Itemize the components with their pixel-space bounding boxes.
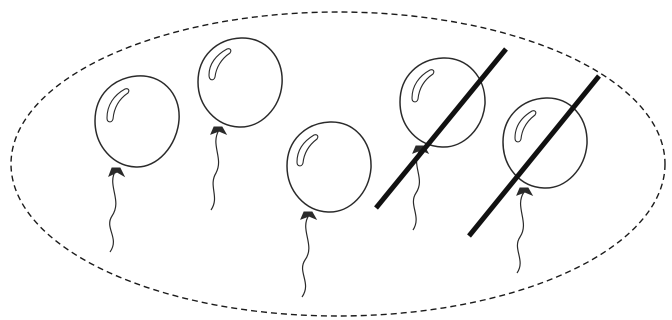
cross-out-line-1 <box>376 49 506 208</box>
balloon-5 <box>503 98 587 273</box>
balloon-string <box>302 215 309 297</box>
balloon-knot <box>211 127 226 134</box>
balloon-3 <box>287 122 371 297</box>
balloon-body <box>400 58 485 147</box>
balloon-body <box>198 38 282 127</box>
balloon-shine <box>412 70 434 102</box>
balloon-shine <box>107 89 129 122</box>
balloon-string <box>211 130 219 210</box>
balloon-knot <box>517 188 532 195</box>
balloon-shine <box>297 135 318 166</box>
balloon-string <box>517 192 524 273</box>
balloon-1 <box>95 76 179 252</box>
balloon-4 <box>400 58 485 230</box>
balloon-knot <box>109 168 124 176</box>
balloon-shine <box>515 111 536 142</box>
balloon-knot <box>301 212 316 219</box>
balloon-2 <box>198 38 282 210</box>
balloon-shine <box>209 49 231 80</box>
balloon-string <box>110 170 116 252</box>
group-outline <box>11 12 665 316</box>
balloon-body <box>287 122 371 212</box>
